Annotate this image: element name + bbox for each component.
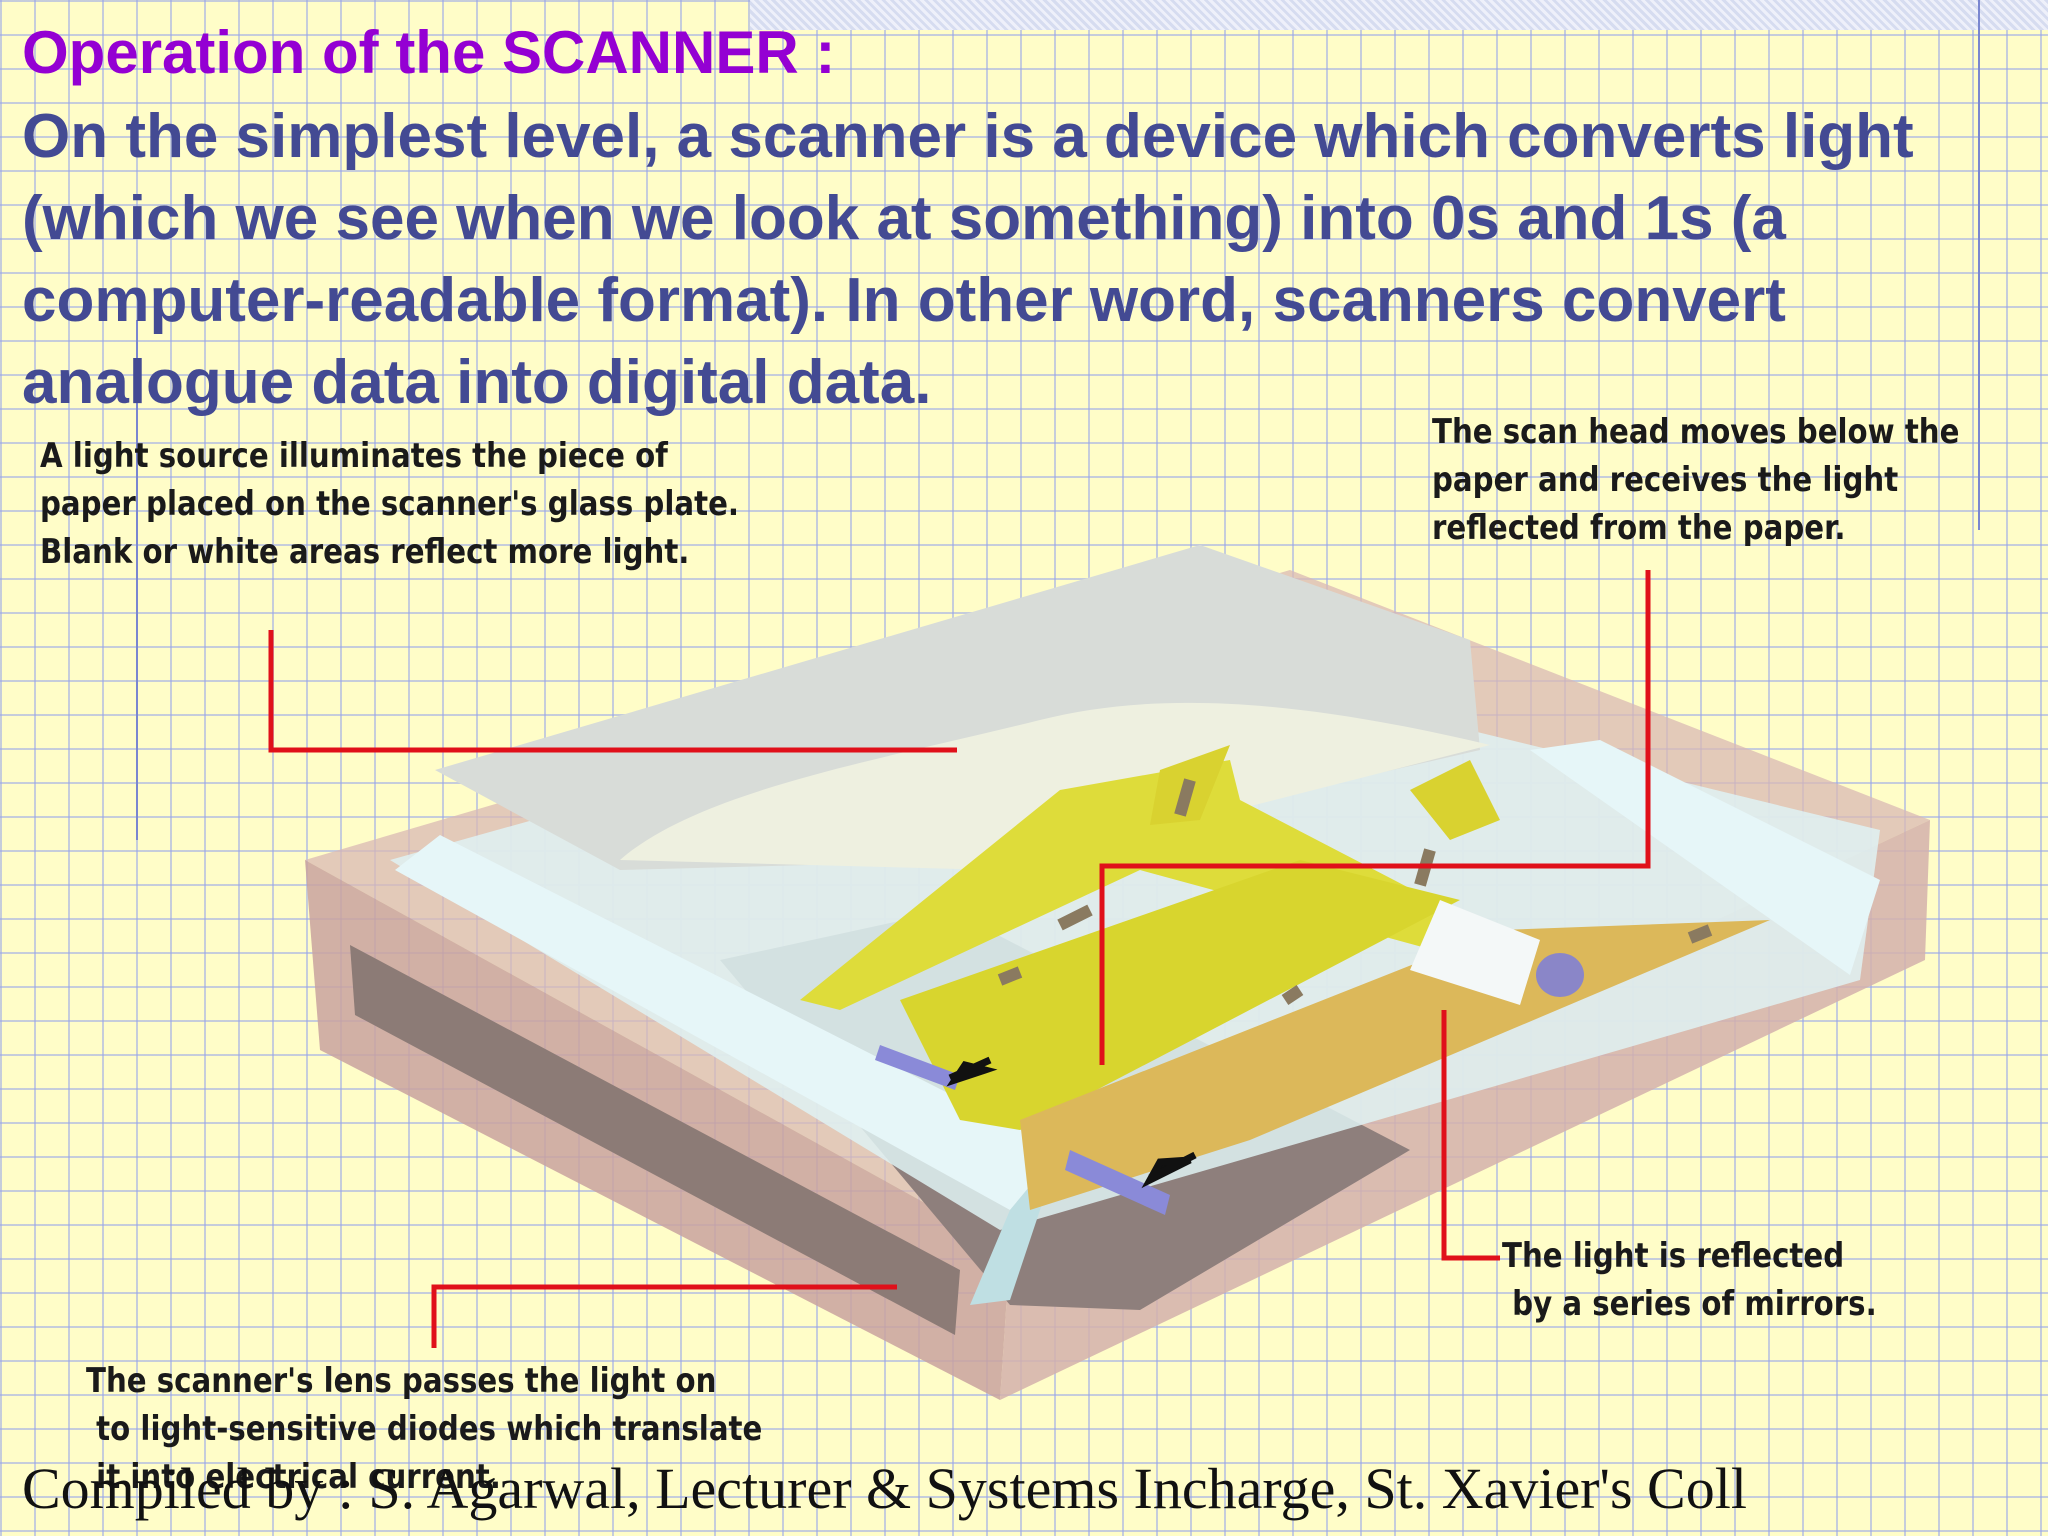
- callout-scan-head: The scan head moves below the paper and …: [1432, 412, 1960, 548]
- leader-line-light-source: [268, 630, 957, 753]
- vertical-guide-left: [136, 320, 138, 840]
- direction-arrow: [1281, 985, 1304, 1005]
- light-beam: [1020, 920, 1770, 1210]
- slide-title: Operation of the SCANNER :: [22, 19, 836, 86]
- scanner-slot: [350, 945, 960, 1335]
- light-beam: [900, 860, 1460, 1130]
- diode-strip: [1065, 1150, 1170, 1215]
- leader-line-mirrors: [1441, 1010, 1500, 1261]
- footer-credit: Compiled by : S. Agarwal, Lecturer & Sys…: [22, 1456, 1747, 1521]
- top-pattern-band: [750, 0, 2048, 30]
- front-rail: [395, 835, 1060, 1210]
- callout-mirrors: The light is reflected by a series of mi…: [1502, 1236, 1877, 1324]
- scan-head-bar: [1410, 900, 1540, 1005]
- callout-light-source: A light source illuminates the piece of …: [40, 436, 740, 572]
- back-rail: [1530, 740, 1880, 975]
- diode-strip: [875, 1045, 960, 1090]
- leader-line-scan-head: [1099, 570, 1651, 1065]
- scan-head-roller: [1536, 953, 1584, 997]
- direction-arrow: [946, 1056, 998, 1087]
- callout-lens: The scanner's lens passes the light on t…: [86, 1361, 763, 1497]
- paper-sheet: [620, 702, 1490, 870]
- direction-arrow: [997, 966, 1023, 986]
- light-beam: [1410, 760, 1500, 840]
- direction-arrow: [1141, 1151, 1197, 1189]
- vertical-guide-right: [1978, 0, 1980, 530]
- intro-paragraph: On the simplest level, a scanner is a de…: [22, 102, 1914, 417]
- leader-line-lens: [431, 1284, 897, 1348]
- direction-arrow: [1687, 924, 1713, 944]
- light-beam: [800, 760, 1490, 1010]
- direction-arrow: [1057, 904, 1093, 931]
- direction-arrow: [1174, 778, 1196, 817]
